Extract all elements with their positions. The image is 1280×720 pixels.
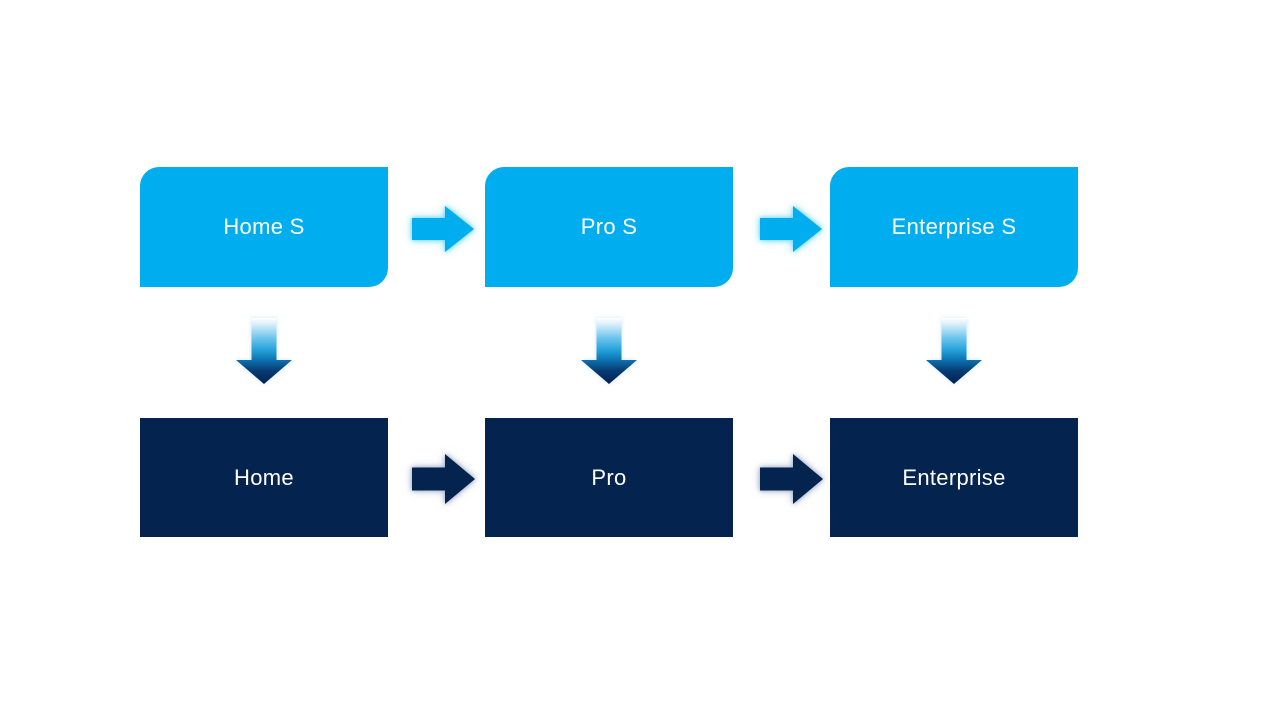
down-arrow-icon: [236, 318, 292, 384]
node-enterprise-s: Enterprise S: [830, 167, 1078, 287]
right-arrow-shape: [412, 206, 474, 252]
node-home: Home: [140, 418, 388, 537]
node-home-s: Home S: [140, 167, 388, 287]
node-pro: Pro: [485, 418, 733, 537]
right-arrow-shape: [412, 454, 475, 504]
node-pro-s: Pro S: [485, 167, 733, 287]
down-arrow-shape: [581, 318, 637, 384]
down-arrow-shape: [236, 318, 292, 384]
right-arrow-icon: [760, 454, 823, 504]
down-arrow-icon: [581, 318, 637, 384]
node-pro-label: Pro: [591, 464, 627, 490]
node-enterprise: Enterprise: [830, 418, 1078, 537]
node-enterprise-label: Enterprise: [902, 464, 1006, 490]
node-home-label: Home: [234, 464, 294, 490]
right-arrow-icon: [412, 454, 475, 504]
down-arrow-shape: [926, 318, 982, 384]
right-arrow-shape: [760, 454, 823, 504]
node-enterprise-s-label: Enterprise S: [891, 214, 1017, 239]
right-arrow-icon: [412, 206, 474, 252]
node-home-s-label: Home S: [223, 214, 305, 239]
node-pro-s-label: Pro S: [580, 214, 638, 239]
right-arrow-icon: [760, 206, 822, 252]
down-arrow-icon: [926, 318, 982, 384]
right-arrow-shape: [760, 206, 822, 252]
